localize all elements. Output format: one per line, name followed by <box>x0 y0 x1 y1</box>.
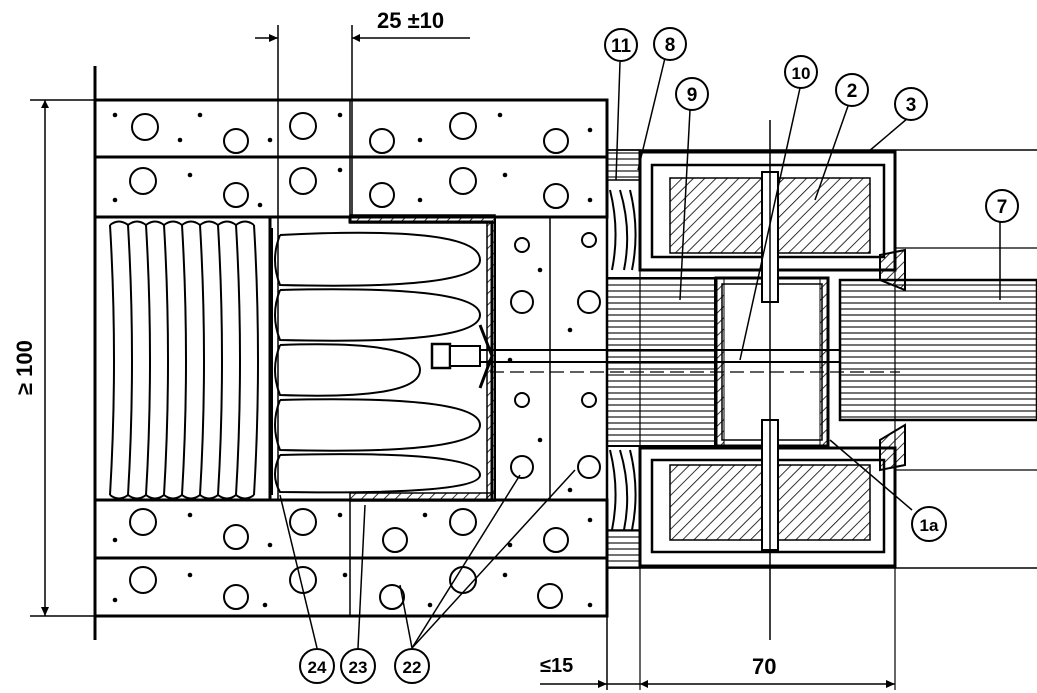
svg-text:24: 24 <box>308 658 327 677</box>
dimension-bottom-large: 70 <box>752 654 776 679</box>
callout-1a: 1a <box>911 506 947 542</box>
svg-text:2: 2 <box>847 81 858 102</box>
left-wall <box>93 66 609 640</box>
svg-text:8: 8 <box>665 35 676 56</box>
dimension-bottom-small: ≤15 <box>540 655 573 677</box>
svg-text:7: 7 <box>997 197 1008 218</box>
callout-23: 23 <box>340 648 376 684</box>
door-frame <box>606 120 1037 690</box>
callout-10: 10 <box>784 55 818 89</box>
callout-8: 8 <box>653 27 687 61</box>
leader-lines <box>279 57 1001 649</box>
svg-text:11: 11 <box>611 36 632 57</box>
dimension-top: 25 ±10 <box>377 8 444 33</box>
callout-3: 3 <box>894 87 928 121</box>
callout-9: 9 <box>675 77 709 111</box>
dimension-left: ≥ 100 <box>12 340 37 395</box>
callout-2: 2 <box>835 73 869 107</box>
dimension-lines <box>30 25 895 690</box>
callout-7: 7 <box>985 189 1019 223</box>
svg-text:22: 22 <box>403 658 422 677</box>
svg-text:1a: 1a <box>920 516 939 535</box>
concrete-core <box>494 216 608 501</box>
concrete-aggregate <box>129 112 601 610</box>
svg-text:3: 3 <box>906 95 917 116</box>
callout-11: 11 <box>604 28 638 62</box>
svg-text:9: 9 <box>687 85 698 106</box>
callout-24: 24 <box>299 648 335 684</box>
callout-22: 22 <box>394 648 430 684</box>
svg-text:10: 10 <box>792 64 811 83</box>
svg-text:23: 23 <box>349 658 368 677</box>
insulation-coil <box>93 215 272 502</box>
